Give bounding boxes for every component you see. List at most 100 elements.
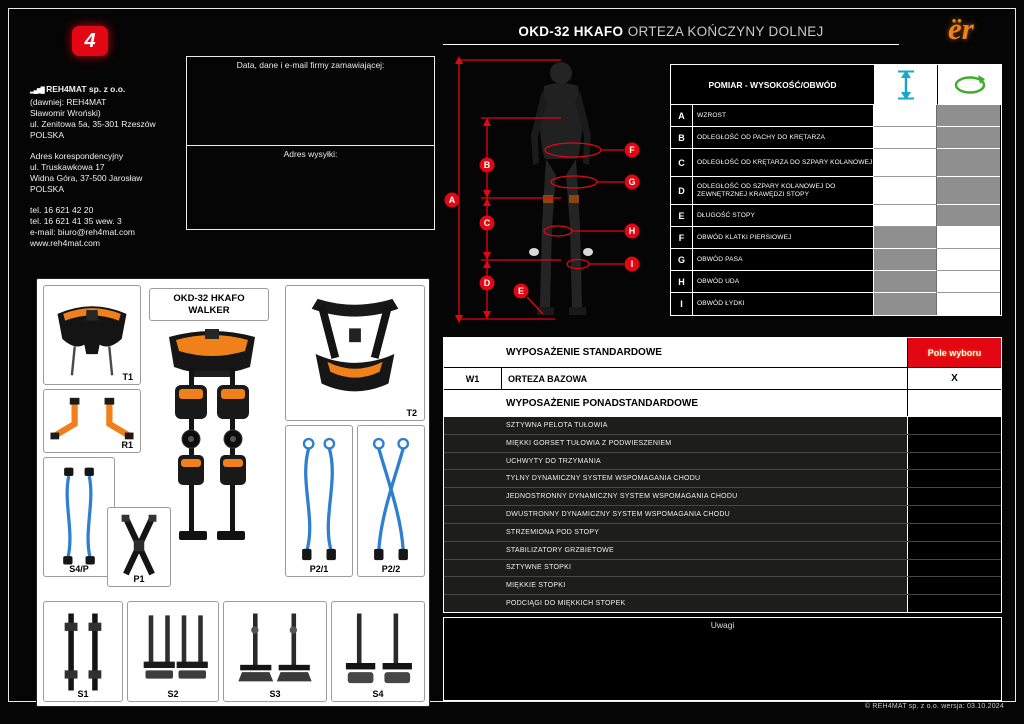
equipment-option-row: SZTYWNA PELOTA TUŁOWIA	[444, 416, 1001, 434]
measurement-row-D: D ODLEGŁOŚĆ OD SZPARY KOLANOWEJ DO ZEWNĘ…	[671, 177, 1001, 205]
height-na-H	[874, 271, 937, 293]
measure-letter: B	[671, 127, 693, 149]
height-value-field-D[interactable]	[874, 177, 937, 205]
company-owner-line: Sławomir Wroński)	[30, 108, 101, 118]
diagram-letter-badges: A B C D E F G H I	[444, 142, 640, 299]
customer-data-box[interactable]: Data, dane i e-mail firmy zamawiającej:	[186, 56, 435, 146]
circumference-value-field-F[interactable]	[937, 227, 1000, 249]
equipment-option-row: MIĘKKIE STOPKI	[444, 576, 1001, 595]
diagram-letter-h: H	[629, 226, 636, 236]
equipment-option-checkbox[interactable]	[907, 470, 1001, 488]
product-P2-1: P2/1	[285, 425, 353, 577]
equipment-option-checkbox[interactable]	[907, 417, 1001, 434]
page-border	[8, 8, 1016, 702]
diagram-letter-i: I	[631, 259, 634, 269]
equipment-option-row: PODCIĄGI DO MIĘKKICH STOPEK	[444, 594, 1001, 612]
measure-label: ODLEGŁOŚĆ OD PACHY DO KRĘTARZA	[693, 127, 874, 149]
equipment-option-label: MIĘKKI GORSET TUŁOWIA Z PODWIESZENIEM	[506, 439, 672, 447]
equipment-option-label: SZTYWNA PELOTA TUŁOWIA	[506, 421, 608, 429]
measurement-row-G: G OBWÓD PASA	[671, 249, 1001, 271]
company-logo-icon: ▂▄▆█	[30, 88, 45, 94]
equipment-option-row: UCHWYTY DO TRZYMANIA	[444, 451, 1001, 470]
notes-box[interactable]: Uwagi	[443, 617, 1002, 701]
product-S1-image	[64, 613, 102, 690]
equipment-option-label: TYLNY DYNAMICZNY SYSTEM WSPOMAGANIA CHOD…	[506, 475, 701, 483]
product-S2: S2	[127, 601, 219, 702]
measure-letter: I	[671, 293, 693, 315]
measure-letter: C	[671, 149, 693, 177]
equipment-option-checkbox[interactable]	[907, 577, 1001, 595]
circumference-na-D	[937, 177, 1000, 205]
choice-column-header: Pole wyboru	[907, 338, 1001, 367]
standard-equipment-header-row: WYPOSAŻENIE STANDARDOWE Pole wyboru	[444, 338, 1001, 368]
equipment-option-label: JEDNOSTRONNY DYNAMICZNY SYSTEM WSPOMAGAN…	[506, 493, 738, 501]
equipment-option-checkbox[interactable]	[907, 523, 1001, 541]
base-orthosis-checkbox[interactable]: X	[907, 368, 1001, 389]
measure-letter: A	[671, 105, 693, 127]
walker-title-box: OKD-32 HKAFO WALKER	[149, 288, 269, 321]
product-label: S4	[372, 689, 384, 699]
product-label: S4/P	[69, 564, 89, 574]
measurement-table-head: POMIAR - WYSOKOŚĆ/OBWÓD	[671, 65, 1001, 105]
circumference-na-C	[937, 149, 1000, 177]
company-phone-2: tel. 16 621 41 35 wew. 3	[30, 216, 122, 226]
walker-title-line2: WALKER	[188, 304, 230, 316]
notes-label: Uwagi	[710, 620, 735, 630]
equipment-option-checkbox[interactable]	[907, 595, 1001, 612]
measure-label: ODLEGŁOŚĆ OD SZPARY KOLANOWEJ DO ZEWNĘTR…	[693, 177, 874, 205]
product-label: S2	[167, 689, 179, 699]
equipment-option-row: STRZEMIONA POD STOPY	[444, 522, 1001, 541]
company-website[interactable]: www.reh4mat.com	[30, 238, 100, 248]
company-phone-1: tel. 16 621 42 20	[30, 205, 94, 215]
equipment-option-checkbox[interactable]	[907, 452, 1001, 470]
measure-label: WZROST	[693, 105, 874, 127]
product-S4: S4	[331, 601, 425, 702]
circumference-na-A	[937, 105, 1000, 127]
measurement-row-F: F OBWÓD KLATKI PIERSIOWEJ	[671, 227, 1001, 249]
measurement-row-A: A WZROST	[671, 105, 1001, 127]
product-P2-1-image	[302, 437, 336, 561]
equipment-option-checkbox[interactable]	[907, 488, 1001, 506]
height-value-field-A[interactable]	[874, 105, 937, 127]
measurement-diagram: A B C D E F G H I	[444, 56, 640, 323]
product-S4P: S4/P	[43, 457, 115, 577]
company-formerly-line: (dawniej: REH4MAT	[30, 97, 107, 107]
company-street-line: ul. Zenitowa 5a, 35-301 Rzeszów	[30, 119, 156, 129]
height-value-field-C[interactable]	[874, 149, 937, 177]
equipment-option-label: DWUSTRONNY DYNAMICZNY SYSTEM WSPOMAGANIA…	[506, 510, 730, 518]
product-label: S3	[269, 689, 281, 699]
measurement-row-I: I OBWÓD ŁYDKI	[671, 293, 1001, 315]
equipment-option-row: TYLNY DYNAMICZNY SYSTEM WSPOMAGANIA CHOD…	[444, 469, 1001, 488]
circumference-na-B	[937, 127, 1000, 149]
equipment-table: WYPOSAŻENIE STANDARDOWE Pole wyboru W1 O…	[443, 337, 1002, 613]
measure-letter: D	[671, 177, 693, 205]
circumference-value-field-H[interactable]	[937, 271, 1000, 293]
product-P2-2-image	[372, 437, 410, 561]
equipment-option-row: DWUSTRONNY DYNAMICZNY SYSTEM WSPOMAGANIA…	[444, 505, 1001, 523]
product-S3-image	[238, 613, 312, 681]
measurement-row-H: H OBWÓD UDA	[671, 271, 1001, 293]
product-main-walker-image	[145, 323, 279, 555]
height-value-field-E[interactable]	[874, 205, 937, 227]
equipment-option-checkbox[interactable]	[907, 506, 1001, 523]
company-info-block: ▂▄▆█ REH4MAT sp. z o.o. (dawniej: REH4MA…	[30, 84, 188, 249]
product-S2-image	[143, 614, 208, 679]
equipment-option-checkbox[interactable]	[907, 559, 1001, 577]
company-country-line: POLSKA	[30, 130, 65, 140]
equipment-option-checkbox[interactable]	[907, 434, 1001, 452]
measure-label: OBWÓD KLATKI PIERSIOWEJ	[693, 227, 874, 249]
diagram-letter-d: D	[484, 278, 491, 288]
equipment-option-row: JEDNOSTRONNY DYNAMICZNY SYSTEM WSPOMAGAN…	[444, 487, 1001, 506]
circumference-value-field-I[interactable]	[937, 293, 1000, 315]
page-title-code: OKD-32 HKAFO	[518, 24, 624, 39]
product-S4-image	[345, 613, 412, 683]
page-title: OKD-32 HKAFO ORTEZA KOŃCZYNY DOLNEJ	[443, 23, 899, 41]
equipment-option-checkbox[interactable]	[907, 541, 1001, 559]
circumference-value-field-G[interactable]	[937, 249, 1000, 271]
measure-label: OBWÓD UDA	[693, 271, 874, 293]
page-title-name: ORTEZA KOŃCZYNY DOLNEJ	[627, 24, 824, 39]
shipping-address-box-label: Adres wysyłki:	[283, 149, 338, 159]
company-name-line: ▂▄▆█ REH4MAT sp. z o.o.	[30, 84, 126, 94]
shipping-address-box[interactable]: Adres wysyłki:	[186, 145, 435, 230]
height-value-field-B[interactable]	[874, 127, 937, 149]
